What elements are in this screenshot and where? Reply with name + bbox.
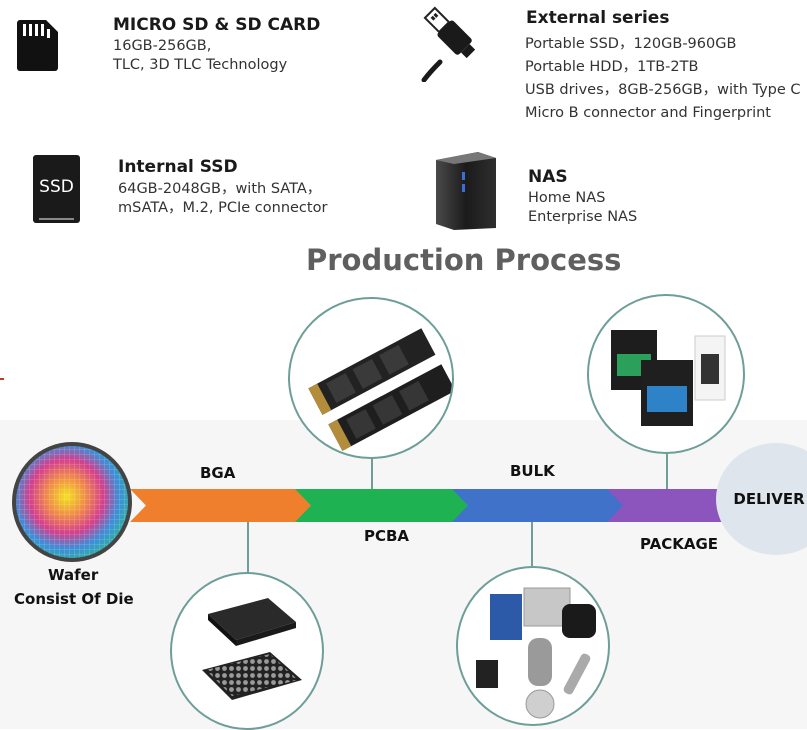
wafer-label-1: Wafer <box>48 566 99 584</box>
external-title: External series <box>526 8 670 28</box>
edge-marker <box>0 378 4 380</box>
nas-line-1: Home NAS <box>528 190 606 206</box>
internal-ssd-title: Internal SSD <box>118 157 238 177</box>
bulk-image-circle <box>456 566 610 726</box>
nas-title: NAS <box>528 167 568 187</box>
internal-ssd-line-2: mSATA，M.2, PCIe connector <box>118 200 328 216</box>
deliver-label: DELIVER <box>733 490 805 508</box>
external-line-2: Portable HDD，1TB-2TB <box>525 59 699 75</box>
bga-image-circle <box>170 572 324 730</box>
usb-cable-icon <box>420 6 502 86</box>
wafer-image <box>10 440 134 568</box>
nas-server-icon <box>432 150 500 236</box>
production-process-title: Production Process <box>306 243 622 277</box>
bulk-stem <box>531 520 533 568</box>
step-label-pcba: PCBA <box>364 527 410 545</box>
package-stem <box>666 450 668 489</box>
wafer-label-2: Consist Of Die <box>14 590 134 608</box>
arrow-pcba <box>295 489 469 522</box>
nas-line-2: Enterprise NAS <box>528 209 638 225</box>
arrow-bulk <box>452 489 624 522</box>
ssd-drive-icon: SSD <box>33 155 80 223</box>
micro-sd-title: MICRO SD & SD CARD <box>113 15 321 35</box>
pcba-image-circle <box>288 297 454 459</box>
process-arrow-band <box>130 489 728 522</box>
external-line-4: Micro B connector and Fingerprint <box>525 105 771 121</box>
step-label-package: PACKAGE <box>640 535 719 553</box>
step-label-bulk: BULK <box>510 462 555 480</box>
micro-sd-line-2: TLC, 3D TLC Technology <box>113 57 288 73</box>
arrow-package <box>607 489 728 522</box>
arrow-bga <box>130 489 312 522</box>
step-label-bga: BGA <box>200 464 236 482</box>
process-background <box>0 420 807 729</box>
ssd-icon-text: SSD <box>39 177 74 197</box>
external-line-1: Portable SSD，120GB-960GB <box>525 36 737 52</box>
pcba-stem <box>371 455 373 489</box>
external-line-3: USB drives，8GB-256GB，with Type C <box>525 82 801 98</box>
deliver-circle: DELIVER <box>716 443 807 555</box>
micro-sd-line-1: 16GB-256GB, <box>113 38 212 54</box>
micro-sd-card-icon <box>14 18 60 76</box>
bga-stem <box>247 520 249 578</box>
internal-ssd-line-1: 64GB-2048GB，with SATA， <box>118 181 322 197</box>
package-image-circle <box>587 294 745 454</box>
